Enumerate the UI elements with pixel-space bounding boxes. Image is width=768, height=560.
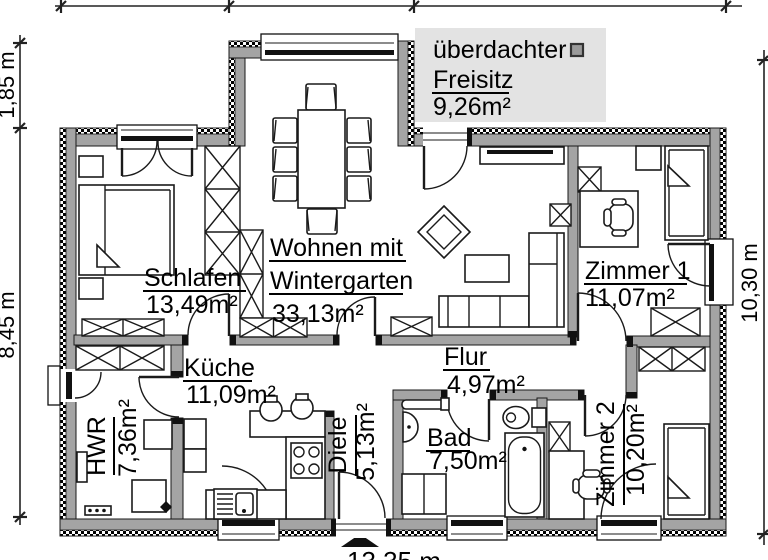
dim-left-upper: 1,85 m xyxy=(0,51,19,118)
armchair-diagonal xyxy=(416,204,472,260)
sofa xyxy=(438,232,565,328)
sideboard xyxy=(479,146,565,165)
wardrobe-wohnen-row xyxy=(239,317,308,338)
door-schlafen xyxy=(187,293,231,336)
label-zimmer1: Zimmer 1 11,07m² xyxy=(584,257,691,312)
coffee-table xyxy=(464,254,510,283)
bed-schlafen xyxy=(78,184,175,276)
svg-text:5,13m²: 5,13m² xyxy=(352,403,380,481)
label-flur: Flur 4,97m² xyxy=(443,343,525,399)
door-zimmer2 xyxy=(583,394,627,437)
freisitz-legend-icon xyxy=(569,42,585,58)
washer-dryer xyxy=(401,473,447,515)
wardrobes xyxy=(75,145,706,453)
washbasin xyxy=(402,411,419,443)
svg-text:Zimmer 1: Zimmer 1 xyxy=(585,257,691,285)
window-wintergarten xyxy=(260,33,399,61)
label-diele: Diele 5,13m² xyxy=(324,403,380,481)
svg-text:Wintergarten: Wintergarten xyxy=(270,267,413,295)
svg-text:13,49m²: 13,49m² xyxy=(146,291,238,319)
svg-text:Flur: Flur xyxy=(444,343,487,371)
svg-text:11,07m²: 11,07m² xyxy=(585,284,675,312)
freisitz-label-line1: überdachter xyxy=(433,36,566,64)
door-hwr-exterior xyxy=(47,365,102,406)
label-kueche: Küche 11,09m² xyxy=(183,354,276,409)
svg-text:Bad: Bad xyxy=(427,424,471,452)
dim-left-lower: 8,45 m xyxy=(0,291,19,358)
door-wohnen xyxy=(336,296,377,336)
kitchen-sink xyxy=(213,488,258,520)
door-hwr xyxy=(138,375,180,418)
chair-zimmer1 xyxy=(603,198,634,237)
window-zimmer1 xyxy=(667,238,734,306)
toilet xyxy=(502,405,547,430)
nightstand-schlafen-north xyxy=(78,155,104,178)
label-bad: Bad 7,50m² xyxy=(426,424,507,475)
window-bad xyxy=(446,515,508,541)
svg-text:Küche: Küche xyxy=(184,354,255,382)
freisitz-area-value: 9,26m² xyxy=(433,93,511,121)
dim-right: 10,30 m xyxy=(737,243,762,323)
label-zimmer2: Zimmer 2 10,20m² xyxy=(592,401,650,507)
label-hwr: HWR 7,36m² xyxy=(83,399,142,477)
room-labels: Schlafen 13,49m² Wohnen mit Wintergarten… xyxy=(83,234,691,507)
freisitz-label-line2: Freisitz xyxy=(433,66,514,94)
dining-set xyxy=(272,83,372,235)
bed-zimmer2 xyxy=(663,423,710,520)
door-terrace xyxy=(422,127,468,190)
label-wohnen: Wohnen mit Wintergarten 33,13m² xyxy=(269,234,413,328)
freisitz-area: überdachter Freisitz 9,26m² xyxy=(415,28,606,122)
svg-text:7,36m²: 7,36m² xyxy=(114,399,142,477)
windows xyxy=(116,33,734,541)
svg-text:Zimmer 2: Zimmer 2 xyxy=(592,401,620,507)
wardrobe-hwr-row xyxy=(75,345,165,371)
wardrobe-zimmer1-south xyxy=(650,307,701,337)
nightstand-zimmer1 xyxy=(635,145,662,171)
svg-text:4,97m²: 4,97m² xyxy=(447,371,525,399)
bathroom-radiator xyxy=(401,397,450,411)
svg-text:11,09m²: 11,09m² xyxy=(186,381,276,409)
hwr-equipment xyxy=(76,419,173,516)
svg-text:33,13m²: 33,13m² xyxy=(272,300,364,328)
wardrobe-zimmer2-north xyxy=(638,346,706,372)
label-schlafen: Schlafen 13,49m² xyxy=(143,264,246,319)
svg-text:10,20m²: 10,20m² xyxy=(622,404,650,496)
svg-text:Wohnen mit: Wohnen mit xyxy=(270,234,403,262)
svg-text:HWR: HWR xyxy=(83,416,111,476)
window-schlafen xyxy=(116,124,198,177)
svg-text:Diele: Diele xyxy=(324,417,352,474)
doors xyxy=(47,127,627,538)
wardrobe-zimmer2-west xyxy=(548,421,571,453)
shelf-wohnen-east xyxy=(549,203,572,227)
bed-zimmer1 xyxy=(664,145,709,241)
svg-text:Schlafen: Schlafen xyxy=(144,264,241,292)
door-zimmer1 xyxy=(576,292,627,342)
door-entrance xyxy=(336,471,386,538)
wardrobe-schlafen-row xyxy=(81,318,165,337)
furniture xyxy=(76,83,710,520)
kitchen-cabinets-west xyxy=(183,418,207,473)
chair-zimmer2 xyxy=(572,469,611,500)
svg-text:7,50m²: 7,50m² xyxy=(429,447,507,475)
wardrobe-wohnen-south xyxy=(390,316,433,337)
stove xyxy=(290,442,323,479)
entrance-arrow xyxy=(341,534,379,547)
window-zimmer2 xyxy=(596,463,662,541)
nightstand-schlafen-south xyxy=(78,277,104,300)
dim-bottom: 13,35 m xyxy=(347,546,441,560)
wardrobe-schlafen-column xyxy=(204,145,241,276)
bathtub xyxy=(504,432,545,518)
window-kueche xyxy=(217,465,280,541)
shelf-zimmer1-west xyxy=(577,166,602,193)
wardrobe-wohnen-column xyxy=(239,229,264,319)
